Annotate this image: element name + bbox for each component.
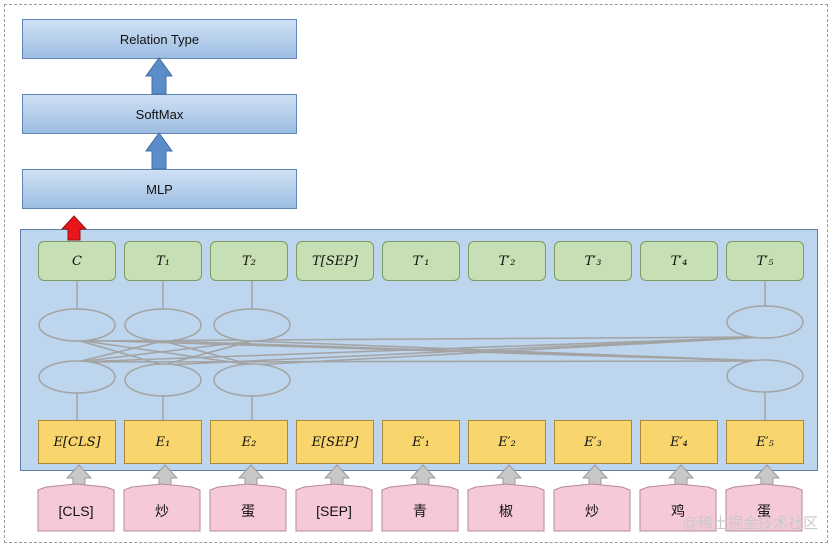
token-shape [467, 483, 545, 532]
token-2: 蛋 [241, 503, 255, 519]
token-shape [553, 483, 631, 532]
output-t5-prime: T′₅ [726, 241, 804, 281]
input-arrow [151, 464, 179, 487]
token-shape [123, 483, 201, 532]
embedding-e2: E₂ [210, 420, 288, 464]
arrow-mlp-to-softmax [145, 132, 173, 170]
token-5: 炒 [585, 503, 599, 519]
input-arrow [753, 464, 781, 487]
token-shape [639, 483, 717, 532]
output-t1-prime: T′₁ [382, 241, 460, 281]
attention-node [38, 360, 116, 394]
relation-type-label: Relation Type [119, 31, 200, 47]
token-cls: [CLS] [58, 503, 94, 519]
output-t2-prime: T′₂ [468, 241, 546, 281]
arrow-cls-to-mlp [60, 215, 88, 241]
attention-node [124, 308, 202, 342]
output-t1: T₁ [124, 241, 202, 281]
diagram-frame [4, 4, 828, 543]
token-shape [295, 483, 373, 532]
embedding-cls: E[CLS] [38, 420, 116, 464]
embedding-e2-prime: E′₂ [468, 420, 546, 464]
token-shape [725, 483, 803, 532]
embedding-sep: E[SEP] [296, 420, 374, 464]
attention-node [213, 363, 291, 397]
embedding-e4-prime: E′₄ [640, 420, 718, 464]
attention-node [38, 308, 116, 342]
input-arrow [409, 464, 437, 487]
token-7: 蛋 [757, 503, 771, 519]
output-sep: T[SEP] [296, 241, 374, 281]
input-arrow [65, 464, 93, 487]
arrow-softmax-to-relation [145, 57, 173, 95]
output-t3-prime: T′₃ [554, 241, 632, 281]
token-3: 青 [413, 503, 427, 519]
softmax-label: SoftMax [135, 106, 184, 122]
token-sep: [SEP] [316, 503, 352, 519]
token-shape [381, 483, 459, 532]
token-6: 鸡 [671, 503, 685, 519]
input-arrow [237, 464, 265, 487]
embedding-e1-prime: E′₁ [382, 420, 460, 464]
embedding-e5-prime: E′₅ [726, 420, 804, 464]
token-4: 椒 [499, 503, 513, 519]
output-t4-prime: T′₄ [640, 241, 718, 281]
attention-node [213, 308, 291, 342]
attention-node [726, 305, 804, 339]
output-cls: C [38, 241, 116, 281]
embedding-e3-prime: E′₃ [554, 420, 632, 464]
embedding-e1: E₁ [124, 420, 202, 464]
attention-node [726, 359, 804, 393]
input-arrow [323, 464, 351, 487]
token-shape [37, 483, 115, 532]
watermark: @稀土掘金技术社区 [682, 515, 818, 532]
input-arrow [581, 464, 609, 487]
attention-node [124, 363, 202, 397]
token-1: 炒 [155, 503, 169, 519]
mlp-label: MLP [146, 181, 173, 197]
output-t2: T₂ [210, 241, 288, 281]
token-shape [209, 483, 287, 532]
input-arrow [667, 464, 695, 487]
input-arrow [495, 464, 523, 487]
